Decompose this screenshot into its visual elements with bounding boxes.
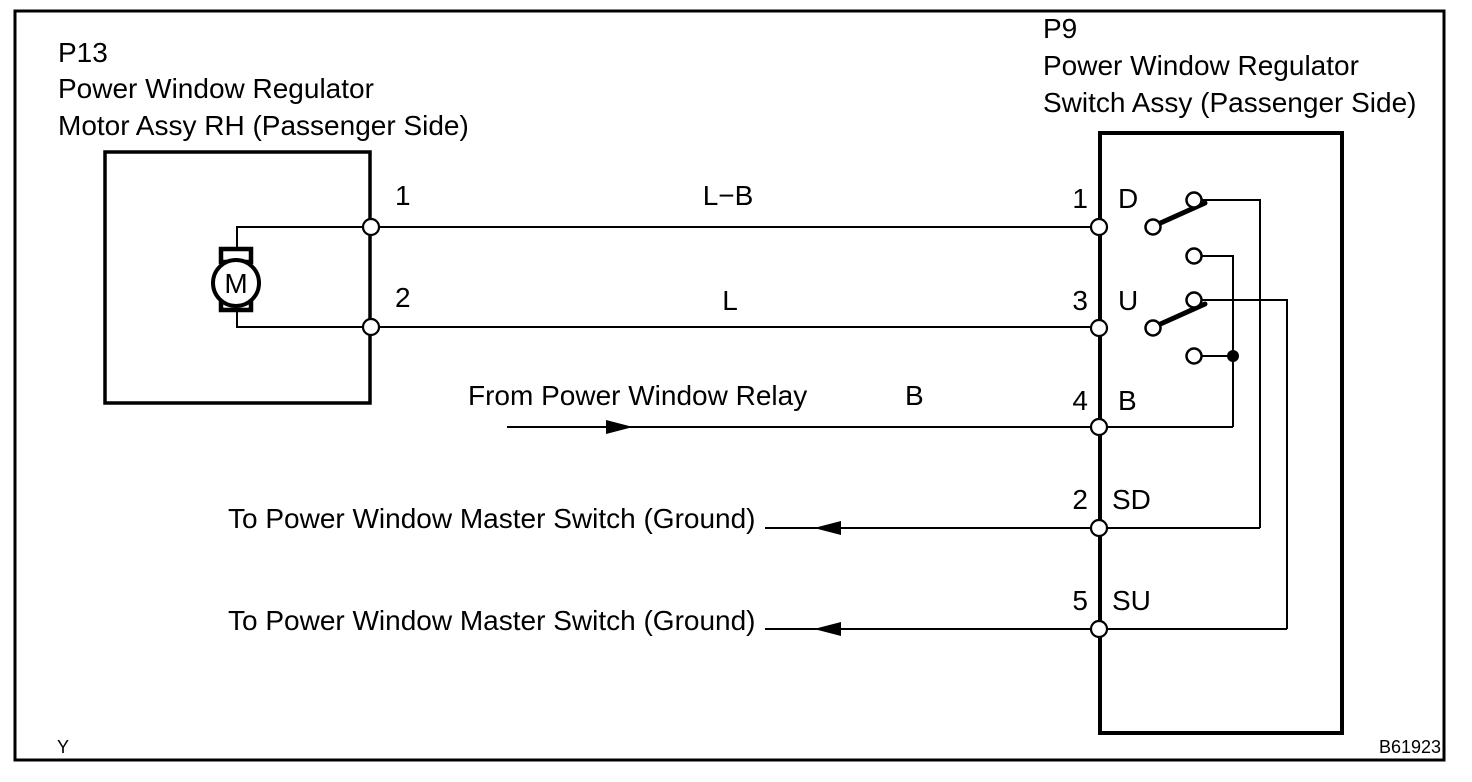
switch-pin-number: 1 — [1072, 183, 1088, 214]
motor-name-line2: Motor Assy RH (Passenger Side) — [58, 110, 469, 141]
motor-pin2-label: 2 — [395, 282, 411, 313]
wire-motor-pin1 — [236, 226, 1091, 250]
motor-code: P13 — [58, 37, 108, 68]
contact-u-throw — [1185, 291, 1203, 309]
switch-pin-name: D — [1118, 183, 1138, 214]
wire-common-upper — [1194, 255, 1234, 427]
motor-pin1-terminal — [361, 217, 381, 237]
contact-common-lower — [1185, 347, 1203, 365]
wire-u-contact — [1194, 299, 1288, 629]
switch-pin2-terminal — [1089, 518, 1109, 538]
wire-motor-pin2 — [236, 310, 1091, 328]
switch-pin-name: U — [1118, 285, 1138, 316]
relay-source-label: From Power Window Relay — [468, 380, 807, 411]
contact-u-fixed — [1144, 319, 1162, 337]
motor-symbol-letter: M — [224, 268, 247, 299]
wire-d-contact — [1194, 199, 1261, 528]
switch-box — [1098, 131, 1344, 735]
switch-pin-number: 4 — [1072, 385, 1088, 416]
motor-pin1-label: 1 — [395, 180, 411, 211]
arrow-left-icon — [814, 521, 841, 535]
wire1-color-label: L−B — [703, 180, 754, 211]
switch-pin5-terminal — [1089, 619, 1109, 639]
arrow-left-icon — [814, 622, 841, 636]
switch-pin-name: SU — [1112, 585, 1151, 616]
motor-symbol-circle — [211, 258, 261, 308]
contact-common-upper — [1185, 247, 1203, 265]
switch-pin-number: 2 — [1072, 484, 1088, 515]
contact-d-fixed — [1144, 218, 1162, 236]
junction-dot — [1227, 350, 1239, 362]
motor-pin2-terminal — [361, 317, 381, 337]
wire2-color-label: L — [722, 285, 738, 316]
figure-id: B61923 — [1379, 737, 1441, 757]
diagram-frame — [13, 9, 1446, 762]
switch-name-line1: Power Window Regulator — [1043, 50, 1359, 81]
switch-code: P9 — [1043, 13, 1077, 44]
switch-pin-name: SD — [1112, 484, 1151, 515]
switch-pin1-terminal — [1089, 217, 1109, 237]
ground1-label: To Power Window Master Switch (Ground) — [228, 503, 756, 534]
arrow-right-icon — [606, 420, 633, 434]
switch-name-line2: Switch Assy (Passenger Side) — [1043, 87, 1417, 118]
switch-pin-number: 3 — [1072, 285, 1088, 316]
relay-wire-color-label: B — [905, 380, 924, 411]
switch-pin-name: B — [1118, 385, 1137, 416]
page-code: Y — [57, 737, 69, 757]
contact-d-throw — [1185, 191, 1203, 209]
switch-pin4-terminal — [1089, 417, 1109, 437]
motor-name-line1: Power Window Regulator — [58, 73, 374, 104]
switch-pin3-terminal — [1089, 318, 1109, 338]
motor-box — [103, 150, 372, 405]
ground2-label: To Power Window Master Switch (Ground) — [228, 605, 756, 636]
switch-pin-number: 5 — [1072, 585, 1088, 616]
